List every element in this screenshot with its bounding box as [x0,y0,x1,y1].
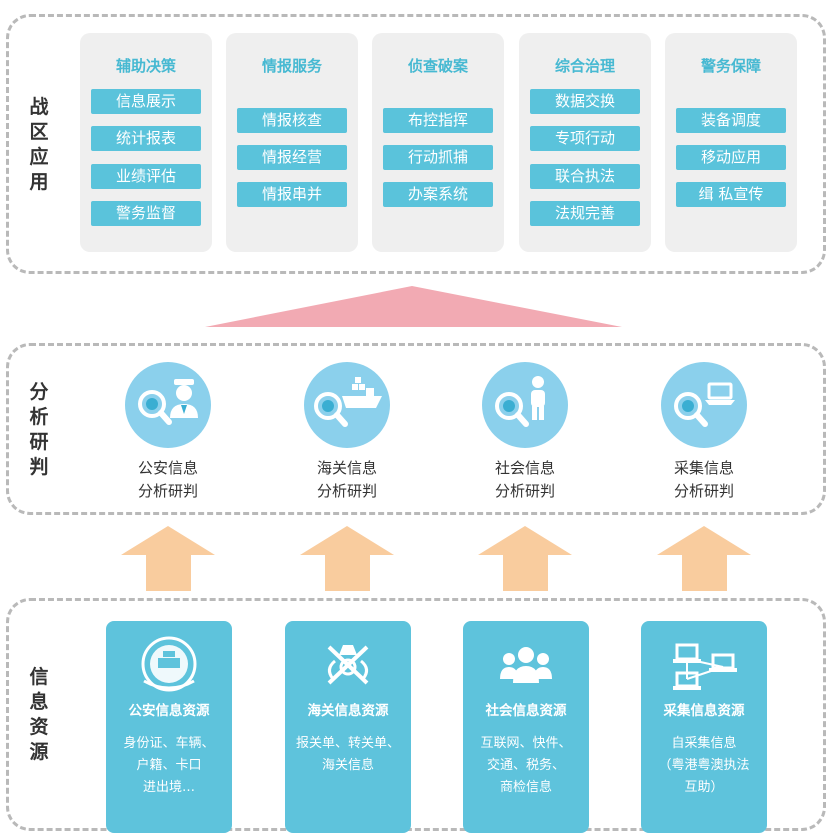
app-item[interactable]: 缉 私宣传 [676,182,786,207]
up-arrow [121,526,215,591]
resource-desc-line: 进出境… [142,780,195,795]
application-layer [6,14,826,274]
resource-desc: 身份证、车辆、 户籍、卡口 进出境… [106,733,232,799]
app-item[interactable]: 统计报表 [91,126,201,151]
app-card-title: 综合治理 [554,57,615,75]
upward-triangle [205,286,622,327]
app-item[interactable]: 业绩评估 [91,164,201,189]
app-item[interactable]: 警务监督 [91,201,201,226]
resources-layer [6,598,826,831]
app-card-decision-support: 辅助决策 信息展示 统计报表 业绩评估 警务监督 [80,33,212,252]
resource-desc: 自采集信息 （粤港粤澳执法 互助） [641,733,767,799]
resource-title: 海关信息资源 [307,703,389,719]
analysis-label-line2: 分析研判 [494,482,555,500]
app-card-intelligence-service: 情报服务 情报核查 情报经营 情报串并 [226,33,358,252]
application-layer-label: 战区应用 [29,96,49,193]
analysis-label-line2: 分析研判 [673,482,734,500]
resource-title: 社会信息资源 [485,703,567,719]
resource-desc-line: 户籍、卡口 [136,758,202,773]
customs-analysis-icon [304,362,390,448]
app-item[interactable]: 情报经营 [237,145,347,170]
analysis-layer-label: 分析研判 [29,381,49,478]
app-item[interactable]: 信息展示 [91,89,201,114]
collection-resource-card: 采集信息资源 自采集信息 （粤港粤澳执法 互助） [641,621,767,833]
people-group-icon [500,647,552,683]
app-card-title: 情报服务 [261,57,322,75]
app-item[interactable]: 办案系统 [383,182,493,207]
app-card-police-support: 警务保障 装备调度 移动应用 缉 私宣传 [665,33,797,252]
app-item[interactable]: 行动抓捕 [383,145,493,170]
resource-desc: 互联网、快件、 交通、税务、 商检信息 [463,733,589,799]
app-card-title: 侦查破案 [407,57,468,75]
police-analysis-icon [125,362,211,448]
customs-emblem-icon [327,645,369,685]
app-item[interactable]: 法规完善 [530,201,640,226]
resource-desc-line: 报关单、转关单、 [295,736,400,751]
analysis-label: 采集信息 分析研判 [634,457,774,503]
app-item[interactable]: 移动应用 [676,145,786,170]
resource-desc-line: 互助） [684,780,724,795]
up-arrow [478,526,572,591]
app-card-investigation: 侦查破案 布控指挥 行动抓捕 办案系统 [372,33,504,252]
analysis-layer [6,343,826,515]
analysis-label: 社会信息 分析研判 [455,457,595,503]
app-item[interactable]: 布控指挥 [383,108,493,133]
app-item[interactable]: 联合执法 [530,164,640,189]
resource-desc-line: 交通、税务、 [486,758,565,773]
app-card-comprehensive-governance: 综合治理 数据交换 专项行动 联合执法 法规完善 [519,33,651,252]
app-item[interactable]: 情报核查 [237,108,347,133]
app-item[interactable]: 情报串并 [237,182,347,207]
resource-title: 采集信息资源 [663,703,745,719]
social-analysis-icon [482,362,568,448]
up-arrow [657,526,751,591]
resource-desc-line: （粤港粤澳执法 [658,758,750,773]
resource-title: 公安信息资源 [128,703,210,719]
analysis-label-line1: 公安信息 [137,459,198,477]
police-resource-card: 公安信息资源 身份证、车辆、 户籍、卡口 进出境… [106,621,232,833]
social-resource-card: 社会信息资源 互联网、快件、 交通、税务、 商检信息 [463,621,589,833]
up-arrow [300,526,394,591]
analysis-label-line1: 采集信息 [673,459,734,477]
network-computers-icon [673,643,737,690]
analysis-label: 海关信息 分析研判 [277,457,417,503]
police-emblem-icon [141,636,197,692]
resource-desc-line: 商检信息 [499,780,552,795]
analysis-label-line2: 分析研判 [137,482,198,500]
resource-desc-line: 海关信息 [321,758,374,773]
app-item[interactable]: 专项行动 [530,126,640,151]
analysis-label-line1: 社会信息 [494,459,555,477]
customs-resource-card: 海关信息资源 报关单、转关单、 海关信息 [285,621,411,833]
app-card-title: 辅助决策 [115,57,176,75]
resource-desc-line: 身份证、车辆、 [123,736,215,751]
collection-analysis-icon [661,362,747,448]
analysis-label-line2: 分析研判 [316,482,377,500]
resources-layer-label: 信息资源 [29,666,49,763]
analysis-label-line1: 海关信息 [316,459,377,477]
app-card-title: 警务保障 [700,57,761,75]
resource-desc: 报关单、转关单、 海关信息 [285,733,411,777]
analysis-label: 公安信息 分析研判 [98,457,238,503]
resource-desc-line: 自采集信息 [671,736,737,751]
resource-desc-line: 互联网、快件、 [480,736,572,751]
app-item[interactable]: 数据交换 [530,89,640,114]
app-item[interactable]: 装备调度 [676,108,786,133]
